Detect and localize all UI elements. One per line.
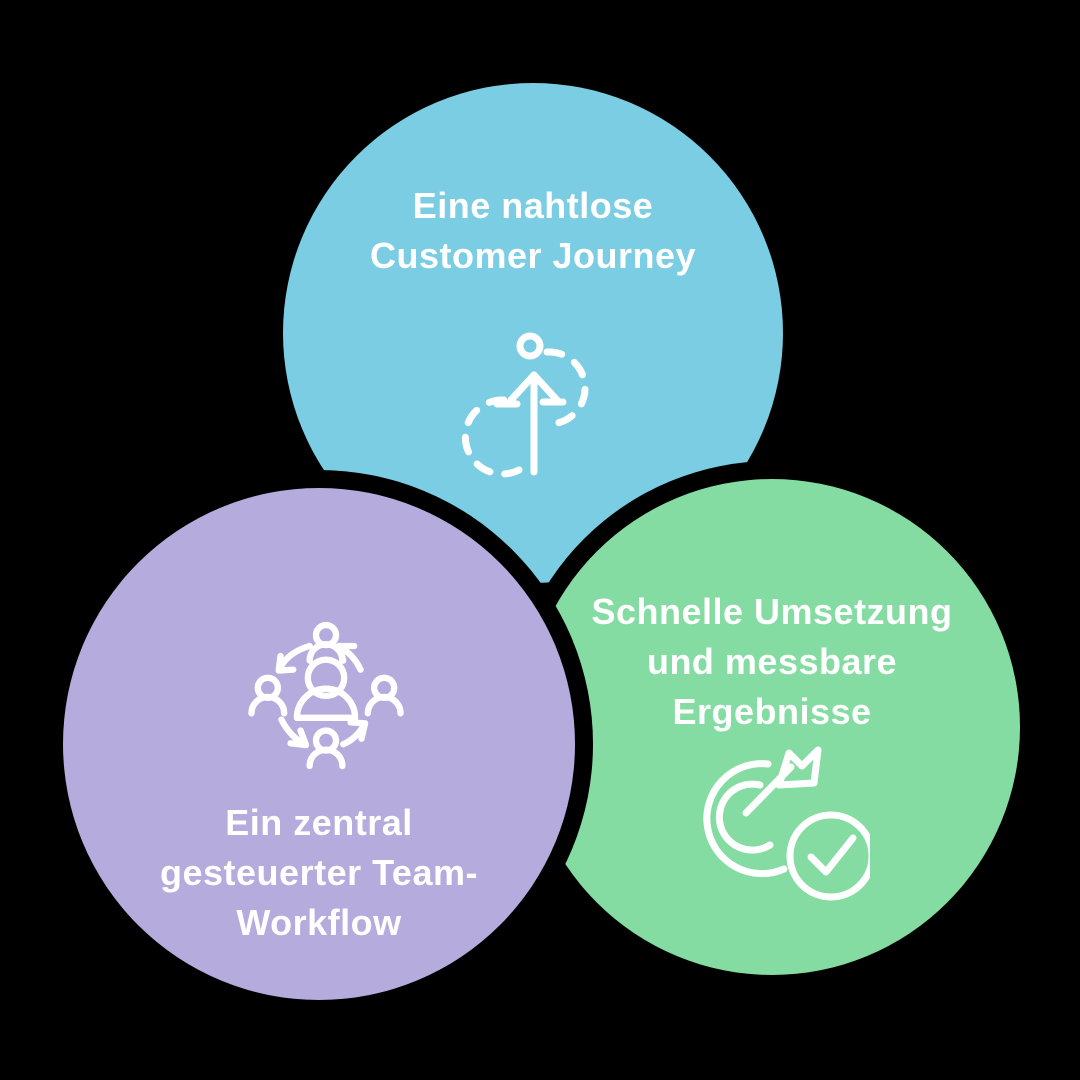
label-line: und messbare [646,641,898,682]
label-line: Ergebnisse [672,691,872,732]
label-line: Workflow [236,902,402,943]
label-line: gesteuerter Team- [160,852,478,893]
target-check-icon [690,738,870,908]
circle-fast-results: Schnelle Umsetzung und messbare Ergebnis… [524,479,1020,975]
label-line: Eine nahtlose [412,185,654,226]
team-circulation-icon [246,616,406,776]
circle-team-workflow: Ein zentral gesteuerter Team- Workflow [63,488,575,1000]
label-line: Schnelle Umsetzung [591,591,953,632]
label-line: Ein zentral [225,802,413,843]
label-line: Customer Journey [369,235,697,276]
journey-path-arrow-icon [447,320,617,480]
circle-fast-results-label: Schnelle Umsetzung und messbare Ergebnis… [524,587,1020,737]
circle-customer-journey-label: Eine nahtlose Customer Journey [283,181,783,281]
circle-team-workflow-label: Ein zentral gesteuerter Team- Workflow [63,798,575,948]
